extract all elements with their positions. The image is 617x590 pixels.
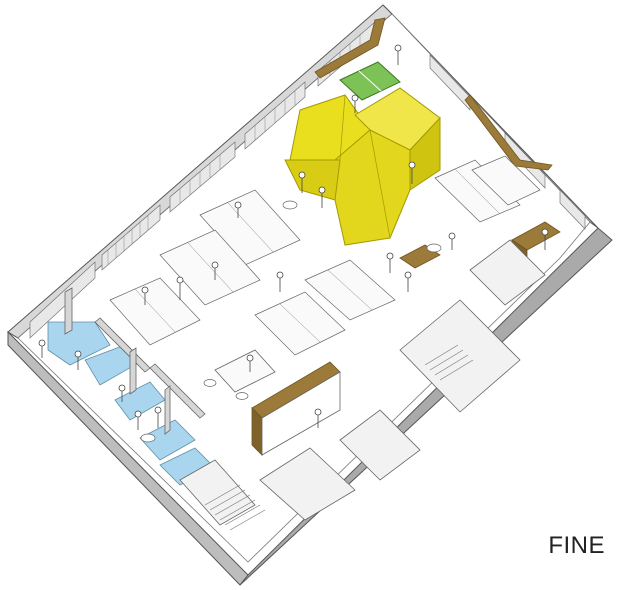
fine-label: FINE bbox=[548, 532, 605, 559]
blue-booths bbox=[47, 321, 216, 486]
stairs bbox=[204, 344, 474, 531]
round-tables bbox=[140, 200, 442, 443]
desk-clusters bbox=[109, 155, 541, 356]
desk-dividers bbox=[134, 168, 501, 343]
people bbox=[38, 44, 549, 430]
bottom-rooms bbox=[179, 239, 546, 526]
yellow-meeting-pod bbox=[284, 87, 441, 246]
booth-walls bbox=[64, 287, 206, 435]
wood-braces bbox=[314, 17, 553, 171]
lounge-sofa bbox=[214, 349, 276, 393]
